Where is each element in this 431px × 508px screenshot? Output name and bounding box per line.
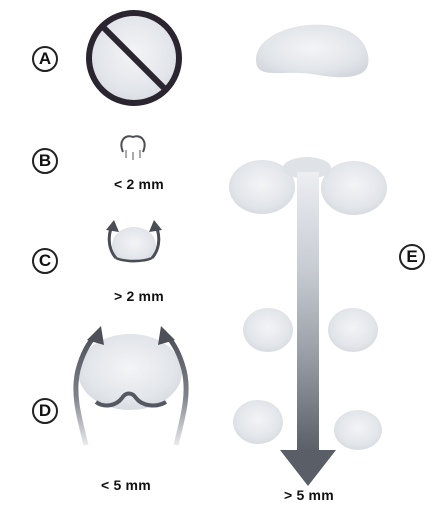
size-label-e: > 5 mm [284, 487, 334, 503]
top-dome-blob-icon [256, 25, 369, 78]
label-c: C [32, 248, 58, 274]
large-blob-d-icon [76, 326, 186, 447]
no-sign-icon [89, 13, 179, 103]
label-e: E [399, 244, 425, 270]
small-blob-b-icon [121, 136, 144, 160]
label-d: D [32, 398, 58, 424]
size-label-b: < 2 mm [114, 176, 164, 192]
size-label-d: < 5 mm [101, 477, 151, 493]
label-a: A [32, 46, 58, 72]
label-b: B [32, 148, 58, 174]
medium-blob-c-icon [106, 220, 162, 278]
size-label-c: > 2 mm [114, 288, 164, 304]
